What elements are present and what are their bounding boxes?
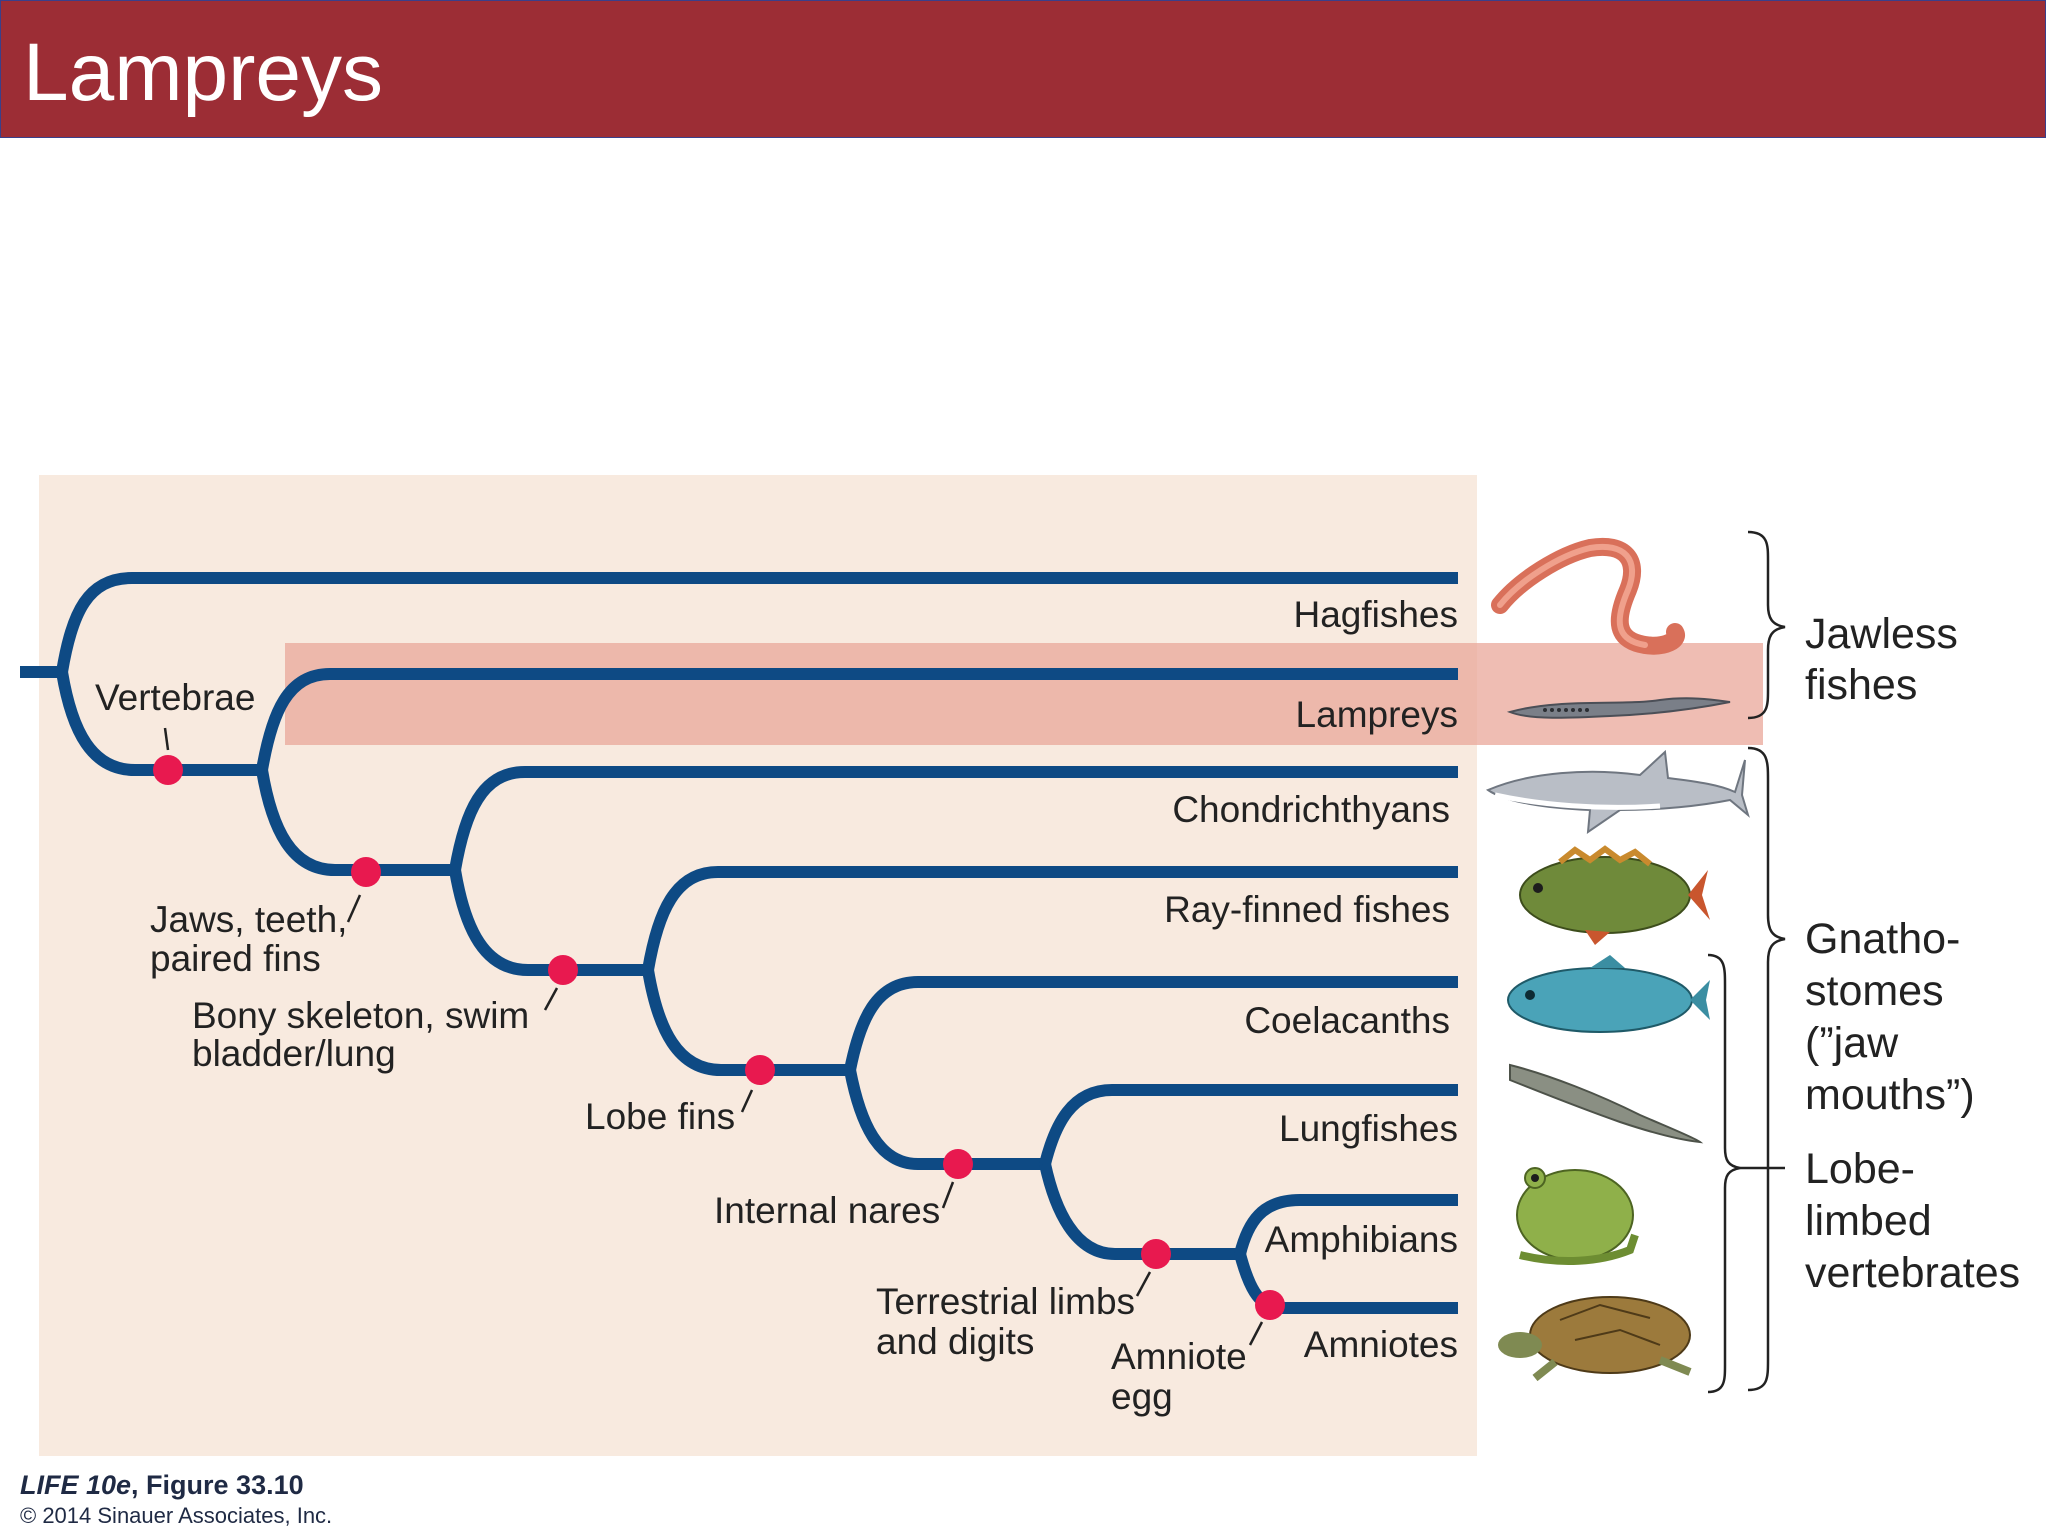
leader-jaws: [346, 894, 362, 923]
brace-gnathostomes: [1747, 746, 1786, 1392]
group-label-gnatho-line4: mouths”): [1805, 1071, 1975, 1119]
leader-limbs: [1135, 1271, 1152, 1297]
slide-title: Lampreys: [23, 27, 384, 118]
marker-amniote-egg: [1255, 1290, 1285, 1320]
perch-icon: [1519, 845, 1710, 945]
taxon-labels: Hagfishes Lampreys Chondrichthyans Ray-f…: [1164, 594, 1458, 1365]
branch-tetrapods: [1039, 1162, 1240, 1260]
copyright-notice: © 2014 Sinauer Associates, Inc.: [20, 1503, 333, 1528]
figure-number: , Figure 33.10: [131, 1470, 304, 1500]
marker-vertebrae: [153, 755, 183, 785]
branch-osteichthyans: [449, 869, 648, 976]
taxon-label: Amphibians: [1265, 1219, 1458, 1260]
diagram-background: [39, 475, 1477, 1456]
taxon-label: Hagfishes: [1293, 594, 1458, 635]
trait-label-bony-line2: bladder/lung: [192, 1033, 396, 1074]
branch-hagfishes: [56, 572, 1458, 673]
leader-amniote: [1248, 1321, 1264, 1346]
figure-credit: LIFE 10e, Figure 33.10: [20, 1470, 304, 1501]
trait-markers: [153, 755, 1285, 1320]
taxon-label: Amniotes: [1304, 1324, 1458, 1365]
leader-bony: [543, 987, 559, 1011]
turtle-icon: [1498, 1296, 1692, 1382]
group-labels: Jawless fishes Gnatho- stomes (”jaw mout…: [1805, 610, 2020, 1297]
hagfish-icon: [1491, 537, 1685, 655]
marker-bony-skeleton: [548, 955, 578, 985]
branch-sarcopterygians: [642, 969, 850, 1076]
marker-lobe-fins: [745, 1055, 775, 1085]
group-braces: [1707, 530, 1786, 1394]
title-bar: Lampreys: [0, 0, 2046, 138]
branch-amphibians: [1234, 1194, 1458, 1256]
trait-label-bony-line1: Bony skeleton, swim: [192, 995, 529, 1036]
trait-label-limbs-line2: and digits: [876, 1321, 1034, 1362]
taxon-label: Lampreys: [1296, 694, 1458, 735]
book-title: LIFE 10e: [20, 1470, 132, 1500]
branch-lampreys: [256, 668, 1458, 772]
trait-label-jaws-line2: paired fins: [150, 938, 321, 979]
group-label-gnatho-line2: stomes: [1805, 967, 1944, 1015]
trait-label-amniote-line2: egg: [1111, 1376, 1173, 1417]
marker-jaws: [351, 857, 381, 887]
trait-label-vertebrae: Vertebrae: [95, 677, 255, 718]
tree-branches: [20, 572, 1458, 1314]
taxon-label: Ray-finned fishes: [1164, 889, 1450, 930]
branch-lungfishes: [1039, 1084, 1458, 1166]
marker-internal-nares: [943, 1149, 973, 1179]
trait-leaders: [163, 727, 1264, 1346]
coelacanth-icon: [1507, 955, 1710, 1033]
group-label-gnatho-line1: Gnatho-: [1805, 915, 1960, 963]
brace-jawless-fishes: [1747, 530, 1786, 720]
shark-icon: [1485, 749, 1750, 835]
branch-chondrichthyans: [449, 766, 1458, 872]
branch-vertebrates: [56, 671, 262, 776]
leader-internal-nares: [941, 1181, 955, 1209]
taxon-label: Coelacanths: [1244, 1000, 1450, 1041]
group-label-lobe-line1: Lobe-: [1805, 1145, 1915, 1193]
branch-ray-finned: [642, 866, 1458, 972]
group-label-jawless-line1: Jawless: [1805, 610, 1958, 658]
group-label-lobe-line3: vertebrates: [1805, 1249, 2020, 1297]
group-label-lobe-line2: limbed: [1805, 1197, 1932, 1245]
marker-terrestrial-limbs: [1141, 1239, 1171, 1269]
brace-lobe-limbed: [1707, 953, 1741, 1394]
lungfish-icon: [1509, 1063, 1704, 1144]
group-label-gnatho-line3: (”jaw: [1805, 1019, 1899, 1067]
trait-label-lobe-fins: Lobe fins: [585, 1096, 735, 1137]
leader-vertebrae: [163, 727, 170, 751]
frog-icon: [1516, 1167, 1639, 1265]
trait-labels: Vertebrae Jaws, teeth, paired fins Bony …: [95, 677, 1247, 1417]
taxon-label: Lungfishes: [1279, 1108, 1458, 1149]
trait-label-amniote-line1: Amniote: [1111, 1336, 1247, 1377]
branch-rhipidistians: [844, 1068, 1045, 1170]
trait-label-jaws-line1: Jaws, teeth,: [150, 899, 347, 940]
trait-label-limbs-line1: Terrestrial limbs: [876, 1281, 1135, 1322]
branch-coelacanths: [844, 976, 1458, 1072]
trait-label-internal-nares: Internal nares: [714, 1190, 940, 1231]
branch-gnathostomes: [256, 769, 455, 876]
taxon-label: Chondrichthyans: [1172, 789, 1450, 830]
lamprey-highlight-band: [285, 643, 1763, 745]
leader-lobe-fins: [740, 1089, 754, 1113]
group-label-jawless-line2: fishes: [1805, 661, 1917, 709]
lamprey-icon: [1506, 697, 1731, 719]
